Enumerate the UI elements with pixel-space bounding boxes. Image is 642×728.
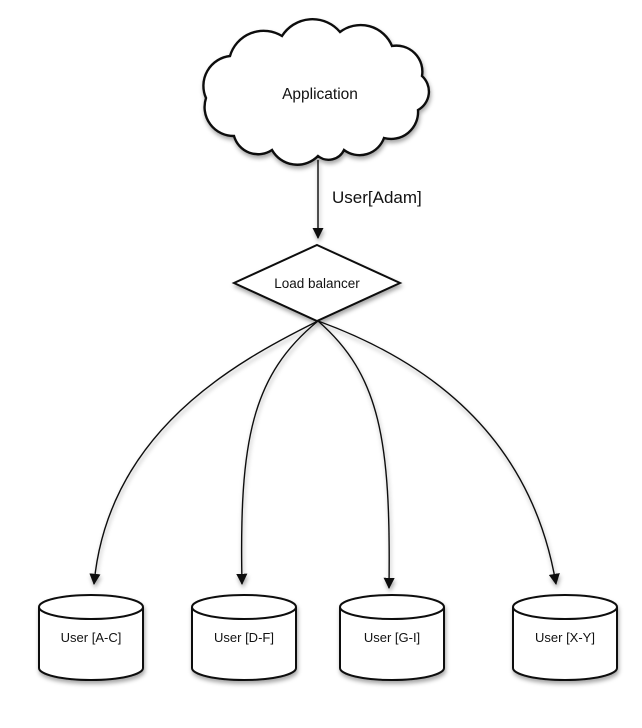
cylinder-body: [512, 607, 618, 681]
shard-cylinder-user-a-c: [38, 594, 144, 681]
application-label: Application: [282, 86, 358, 103]
shard-label-user-a-c: User [A-C]: [61, 630, 122, 645]
labels-layer: Application User[Adam] Load balancer Use…: [61, 86, 595, 645]
nodes-layer: [38, 18, 618, 681]
request-edge-label: User[Adam]: [332, 188, 422, 207]
edge-loadbalancer-to-shard-d-f: [236, 320, 319, 585]
cylinder-top: [38, 594, 144, 620]
load-balancer-diamond-shape: [231, 243, 403, 323]
application-cloud-shape: [202, 18, 431, 166]
cylinder-body: [339, 607, 445, 681]
shard-label-user-x-y: User [X-Y]: [535, 630, 595, 645]
cylinder-top: [512, 594, 618, 620]
edge-loadbalancer-to-shard-x-y: [317, 320, 560, 585]
cylinder-top: [339, 594, 445, 620]
shard-label-user-d-f: User [D-F]: [214, 630, 274, 645]
shard-cylinder-user-g-i: [339, 594, 445, 681]
load-balancer-label: Load balancer: [274, 276, 360, 291]
edges-layer: [89, 160, 560, 589]
shard-cylinder-user-x-y: [512, 594, 618, 681]
shard-label-user-g-i: User [G-I]: [364, 630, 420, 645]
cylinder-body: [38, 607, 144, 681]
cylinder-top: [191, 594, 297, 620]
cylinder-body: [191, 607, 297, 681]
shard-cylinder-user-d-f: [191, 594, 297, 681]
edge-loadbalancer-to-shard-g-i: [317, 320, 395, 589]
edge-loadbalancer-to-shard-a-c: [89, 320, 319, 585]
